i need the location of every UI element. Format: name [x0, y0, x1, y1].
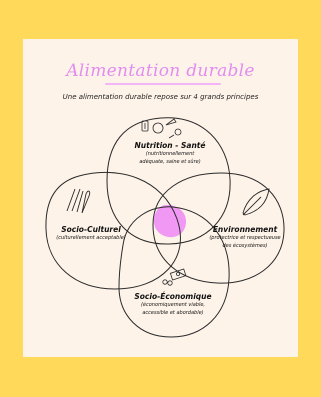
environnement-label: Environnement (protectrice et respectueu…	[203, 225, 287, 249]
money-icon	[162, 268, 187, 286]
nutrition-label: Nutrition - Santé (nutritionnellement ad…	[123, 141, 217, 165]
environnement-title: Environnement	[212, 225, 278, 234]
venn-diagram	[45, 117, 285, 338]
leaf-icon	[242, 188, 270, 216]
utensils-icon	[66, 188, 91, 214]
title-underline	[105, 83, 221, 85]
food-icons	[141, 118, 182, 139]
page-subtitle: Une alimentation durable repose sur 4 gr…	[62, 93, 259, 101]
apple-icon	[152, 122, 164, 134]
socio-economique-label: Socio-Économique (économiquement viable,…	[127, 292, 219, 316]
nutrition-desc-2: adéquate, saine et sûre)	[139, 158, 201, 165]
nutrition-desc-1: (nutritionnellement	[145, 151, 195, 157]
drumstick-icon	[174, 128, 182, 136]
page-title: Alimentation durable	[66, 61, 255, 81]
socio-culturel-title: Socio-Culturel	[61, 225, 121, 234]
socio-culturel-circle	[45, 171, 181, 290]
environnement-circle	[152, 172, 285, 284]
socio-economique-desc-2: accessible et abordable)	[142, 309, 204, 316]
socio-economique-circle	[118, 206, 230, 338]
socio-economique-title: Socio-Économique	[134, 292, 212, 301]
nutrition-title: Nutrition - Santé	[134, 141, 206, 150]
drumstick-bone-icon	[168, 134, 175, 139]
socio-culturel-desc: (culturellement acceptable)	[56, 235, 126, 241]
bottle-icon	[141, 120, 149, 132]
environnement-desc-2: des écosystèmes)	[222, 242, 268, 249]
carrot-icon	[165, 118, 177, 126]
infographic-card: Alimentation durable Une alimentation du…	[23, 39, 298, 357]
nutrition-circle	[106, 117, 231, 245]
socio-economique-desc-1: (économiquement viable,	[140, 302, 206, 308]
center-highlight	[153, 204, 187, 238]
environnement-desc-1: (protectrice et respectueuse	[209, 235, 281, 241]
socio-culturel-label: Socio-Culturel (culturellement acceptabl…	[51, 225, 131, 242]
